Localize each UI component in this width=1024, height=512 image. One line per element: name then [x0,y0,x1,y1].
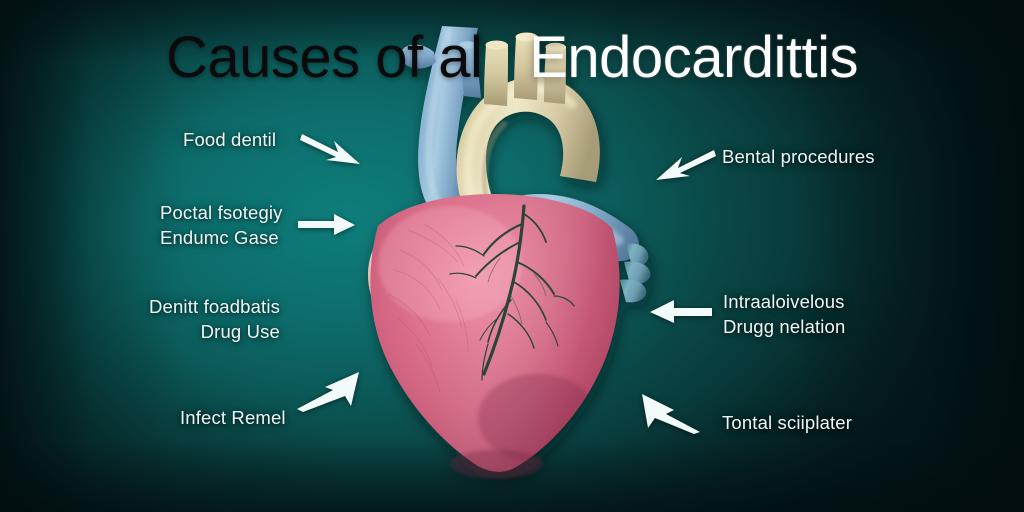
arrow-down-right-icon [300,130,362,168]
label-poctal-fsotegiy: Poctal fsotegiy Endumc Gase [160,200,283,250]
label-text-line1: Infect Remel [180,407,286,428]
label-text-line2: Endumc Gase [160,227,279,248]
label-text-line2: Drug Use [200,321,280,342]
label-text-line1: Food dentil [183,129,277,150]
label-intraaloivelous: Intraaloivelous Drugg nelation [723,289,845,339]
label-text-line1: Denitt foadbatis [149,296,280,317]
arrow-left-icon [650,300,712,324]
label-text-line1: Tontal sciiplater [722,412,853,433]
label-food-dentil: Food dentil [183,127,276,152]
arrow-down-left-icon [654,146,716,184]
heart-illustration [338,18,668,488]
label-text-line1: Poctal fsotegiy [160,202,283,223]
label-text-line2: Drugg nelation [723,316,846,337]
arrow-up-right-icon [297,372,361,412]
label-tontal-sciiplater: Tontal sciiplater [722,410,852,435]
label-infect-remel: Infect Remel [180,405,286,430]
arrow-up-left-icon [640,392,702,434]
label-denitt-foadbatis: Denitt foadbatis Drug Use [120,294,280,344]
label-text-line1: Bental procedures [722,146,875,167]
label-bental-procedures: Bental procedures [722,144,875,169]
label-text-line1: Intraaloivelous [723,291,845,312]
arrow-right-icon [298,214,356,236]
